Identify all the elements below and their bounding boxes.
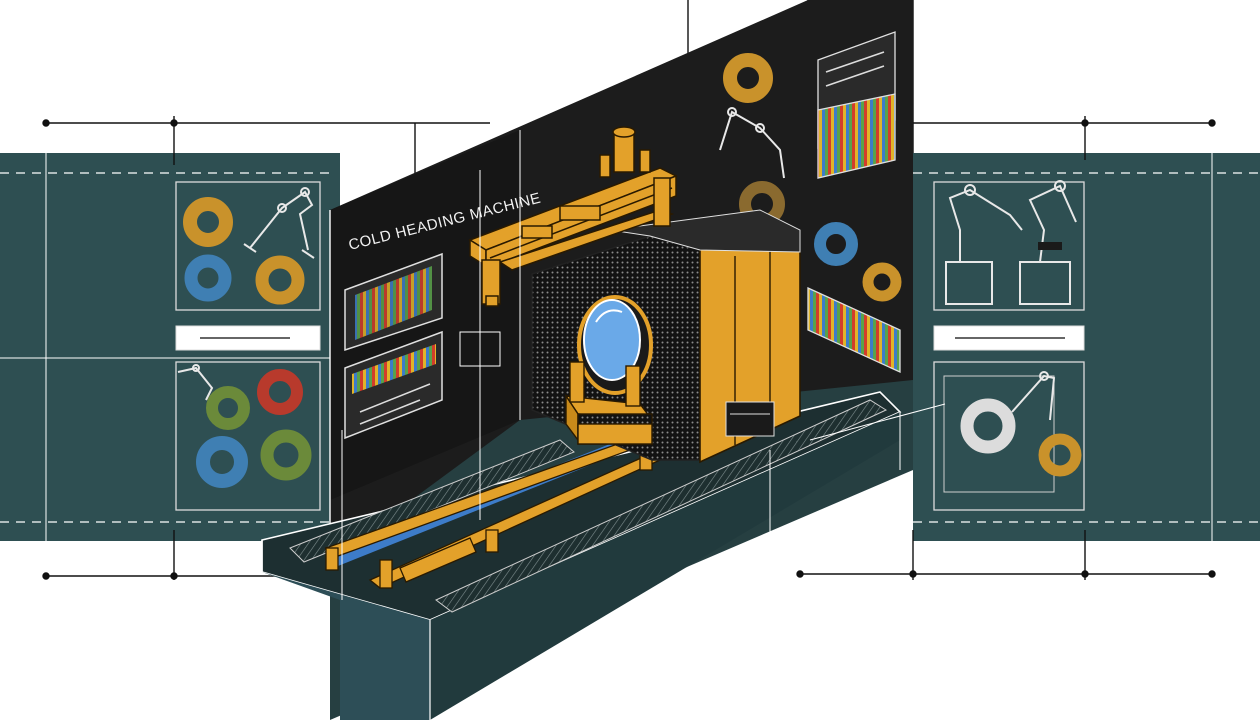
wire-coil-icon — [183, 197, 233, 247]
wire-coil-icon — [1038, 433, 1082, 477]
die-seat — [564, 361, 654, 445]
wire-coil-icon — [260, 429, 312, 481]
construction-lines — [341, 130, 946, 600]
gantry-crane — [468, 126, 678, 307]
robot-arm-icon — [945, 180, 1077, 305]
right-band — [913, 153, 1260, 541]
left-panel-top — [175, 181, 321, 311]
wire-coil-icon — [723, 53, 773, 103]
wire-coil-icon — [206, 386, 250, 430]
wire-coil-icon — [255, 255, 305, 305]
right-panel-top — [933, 180, 1085, 311]
wire-coil-icon — [862, 262, 902, 302]
robot-arm-icon — [177, 364, 214, 401]
robot-arm-icon — [243, 187, 315, 259]
wall-screen-left — [344, 252, 443, 440]
right-panel-bottom — [933, 361, 1085, 511]
robot-arm-icon — [1011, 371, 1056, 421]
wire-coil-icon — [196, 436, 248, 488]
wire-coil-icon — [257, 369, 303, 415]
right-panel-mid — [933, 325, 1085, 351]
wire-coil-icon — [814, 222, 858, 266]
left-panel-bottom — [175, 361, 321, 511]
wire-coil-icon — [184, 254, 232, 302]
feed-rail-frame — [324, 435, 662, 589]
robot-arm-icon — [719, 107, 785, 179]
left-panel-mid — [175, 325, 321, 351]
wire-coil-icon — [960, 398, 1016, 454]
